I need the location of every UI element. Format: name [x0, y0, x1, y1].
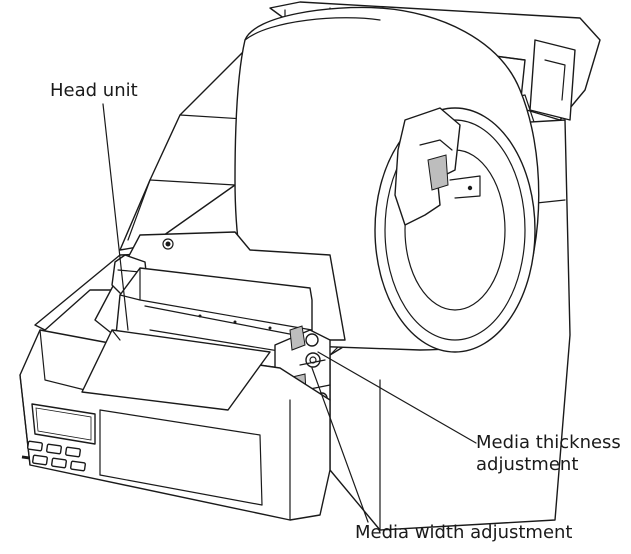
label-media-thickness: Media thickness adjustment	[476, 432, 621, 476]
leader-line-head-unit	[102, 103, 129, 331]
leader-line-media-width	[311, 367, 369, 523]
label-media-width: Media width adjustment	[355, 522, 573, 543]
label-media-thickness-line1: Media thickness	[476, 432, 621, 453]
roll-holder	[394, 107, 481, 226]
control-panel	[21, 403, 96, 472]
media-strip	[81, 329, 271, 411]
label-media-thickness-line2: adjustment	[476, 454, 579, 475]
leader-line-media-thickness	[317, 351, 477, 444]
leader-lines	[102, 103, 477, 523]
label-head-unit: Head unit	[50, 80, 138, 101]
